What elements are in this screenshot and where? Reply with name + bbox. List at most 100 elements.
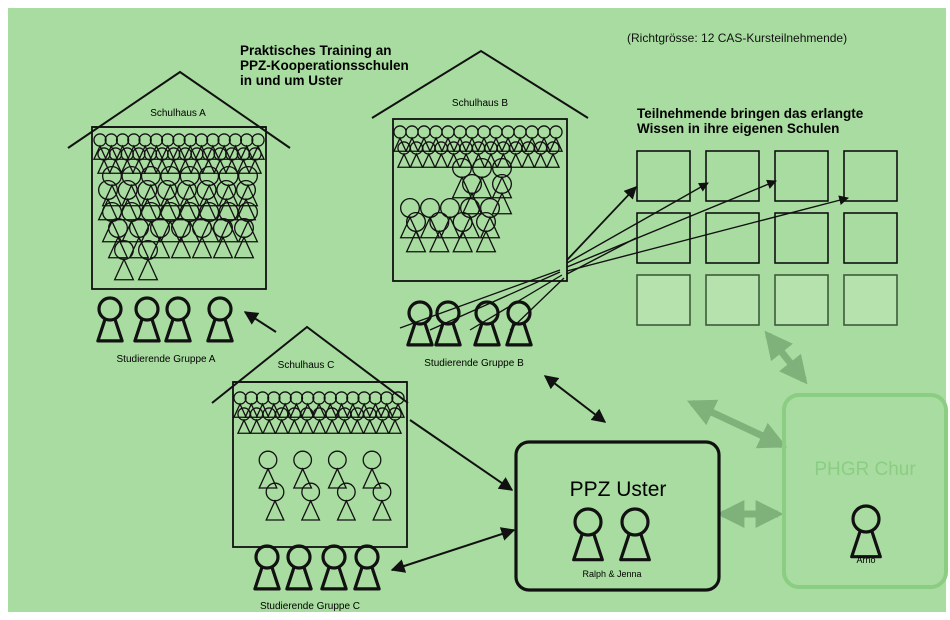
pupil-figure [300,391,315,418]
ppz-title: PPZ Uster [569,478,667,501]
participant-school-box [705,212,760,264]
arrow-house-c-to-ppz [409,419,514,491]
student-figure [253,544,281,591]
student-figure [353,544,381,591]
pupil-figure [387,407,403,434]
pupil-figure [149,217,171,259]
pupil-figure [336,482,357,521]
connectors [243,179,849,573]
student-figure [505,300,533,347]
student-figure [133,296,161,343]
participant-school-box [774,212,829,264]
student-figure [206,296,234,343]
student-group-c-figures [253,544,381,591]
pupils-crowd-b [392,125,564,253]
arrow-phgr-grid [764,330,808,385]
pupil-figure [311,391,327,418]
pupil-figure [300,482,321,521]
student-group-a-figures [96,296,234,343]
phgr-staff-figure [850,504,882,559]
pupil-figure [237,165,259,207]
ppz-staff-figures [572,507,651,562]
pupil-figure [405,211,427,253]
pupil-figure [205,133,220,160]
pupil-figure [491,173,513,215]
participant-schools-grid [636,150,898,326]
school-building-b [371,49,589,282]
pupil-figure [390,391,406,418]
pupil-figure [545,141,561,168]
participant-school-box [774,274,829,326]
pupil-figure [121,165,142,207]
student-figure [434,300,462,347]
pupil-figure [479,197,501,239]
student-figure [406,300,434,347]
participant-school-box [705,150,760,202]
pupil-figure [235,179,257,221]
staff-figure [619,507,651,562]
phgr-title: PHGR Chur [814,459,916,480]
pupil-figure [138,133,153,160]
participant-school-box [843,150,898,202]
participant-school-box [774,150,829,202]
student-group-c-label: Studierende Gruppe C [259,601,361,612]
participant-school-box [843,212,898,264]
pupil-figure [137,239,159,281]
arrow-phgr-exchange [686,399,788,449]
staff-figure [850,504,882,559]
phgr-chur-box [782,393,948,589]
pupil-figure [137,179,158,221]
participant-school-box [636,274,691,326]
pupil-figure [232,391,248,418]
pupil-figure [255,391,270,418]
pupil-figure [419,197,441,239]
staff-figure [572,507,604,562]
pupil-figure [372,482,392,521]
student-group-b-figures [406,300,533,347]
pupil-figure [194,133,209,160]
pupil-figure [452,211,474,253]
pupil-figure [176,179,198,221]
pupil-figure [101,165,123,207]
school-building-a [67,70,291,290]
pupil-figure [334,391,349,418]
student-group-a-label: Studierende Gruppe A [116,354,216,365]
arrow-group-b-ppz [543,375,607,423]
pupil-figure [128,217,150,259]
header-note: (Richtgrösse: 12 CAS-Kursteilnehmende) [627,31,848,45]
school-b-label: Schulhaus B [451,98,509,109]
school-c-label: Schulhaus C [277,360,335,371]
dissemination-title: Teilnehmende bringen das erlangte Wissen… [637,106,864,136]
arrow-house-c-to-group-a [243,311,277,333]
pupil-figure [183,133,198,160]
pupil-figure [126,133,141,160]
student-figure [285,544,313,591]
pupil-figure [461,173,483,215]
pupil-figure [471,157,493,199]
pupil-figure [399,197,421,239]
pupil-figure [149,133,164,160]
pupil-figure [475,211,497,253]
pupil-figure [191,217,213,259]
student-figure [96,296,124,343]
pupil-figure [212,217,234,259]
pupil-figure [428,211,450,253]
ppz-people-label: Ralph & Jenna [582,569,642,579]
pupil-figure [179,201,201,243]
pupil-figure [171,133,187,160]
participant-school-box [843,274,898,326]
arrow-group-c-ppz [390,527,516,573]
pupil-figure [113,239,135,281]
pupil-figure [247,147,263,174]
pupils-crowd-a [92,133,266,281]
pupil-figure [218,201,239,243]
pupil-figure [115,133,130,160]
pupil-figure [156,179,178,221]
pupil-figure [265,482,285,521]
pupil-figure [327,450,348,489]
pupil-figure [362,450,382,489]
participant-school-box [705,274,760,326]
pupil-figure [170,217,192,259]
